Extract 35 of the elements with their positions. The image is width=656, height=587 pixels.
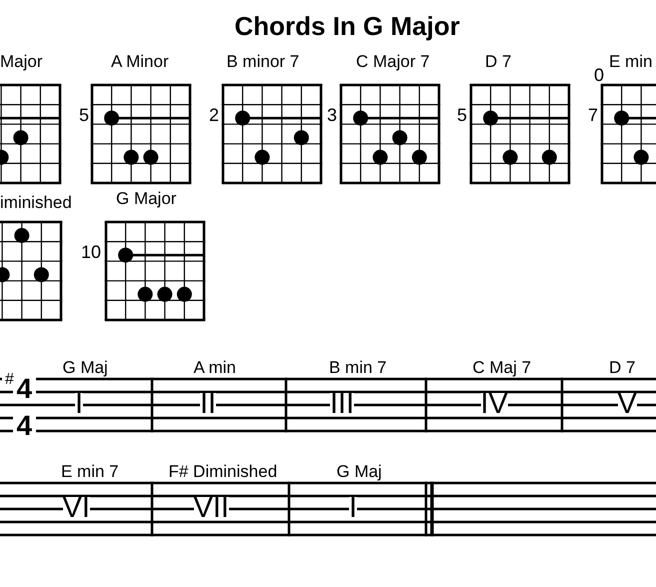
- sharp-sign: #: [5, 374, 14, 386]
- chord-name: G Major: [116, 189, 176, 209]
- chord-symbol: G Maj: [62, 358, 108, 378]
- chord-symbol: D 7: [609, 358, 636, 378]
- roman-numeral: II: [200, 392, 216, 415]
- time-signature-digit: 4: [16, 414, 32, 436]
- chord-name: iminished: [0, 193, 72, 213]
- chord-symbol: B min 7: [329, 358, 387, 378]
- chord-symbol: A min: [194, 358, 236, 378]
- roman-numeral: I: [349, 497, 358, 520]
- roman-numeral: VI: [62, 497, 90, 520]
- fret-number: 5: [457, 104, 468, 126]
- fret-number: 10: [81, 242, 102, 263]
- fret-number: 3: [327, 104, 338, 126]
- roman-numeral: III: [330, 392, 354, 415]
- chord-name: C Major 7: [356, 52, 430, 72]
- chord-name: B minor 7: [226, 52, 300, 72]
- chord-symbol: E min 7: [61, 462, 119, 482]
- chord-symbol: C Maj 7: [472, 358, 532, 378]
- fret-number: 7: [588, 104, 598, 126]
- fret-number: 0: [594, 64, 604, 86]
- chord-symbol: F# Diminished: [168, 462, 278, 482]
- fret-number: 2: [209, 104, 220, 126]
- roman-numeral: V: [618, 392, 637, 415]
- chord-name: D 7: [485, 52, 512, 72]
- roman-numeral: I: [75, 392, 84, 415]
- chord-symbol: G Maj: [336, 462, 382, 482]
- roman-numeral: VII: [194, 497, 229, 520]
- chord-name: E min: [609, 52, 652, 72]
- chord-name: Major: [0, 52, 43, 72]
- diagram-title: Chords In G Major: [234, 12, 460, 42]
- roman-numeral: IV: [480, 392, 508, 415]
- chord-name: A Minor: [111, 52, 169, 72]
- time-signature-digit: 4: [16, 378, 32, 399]
- fret-number: 5: [79, 104, 90, 126]
